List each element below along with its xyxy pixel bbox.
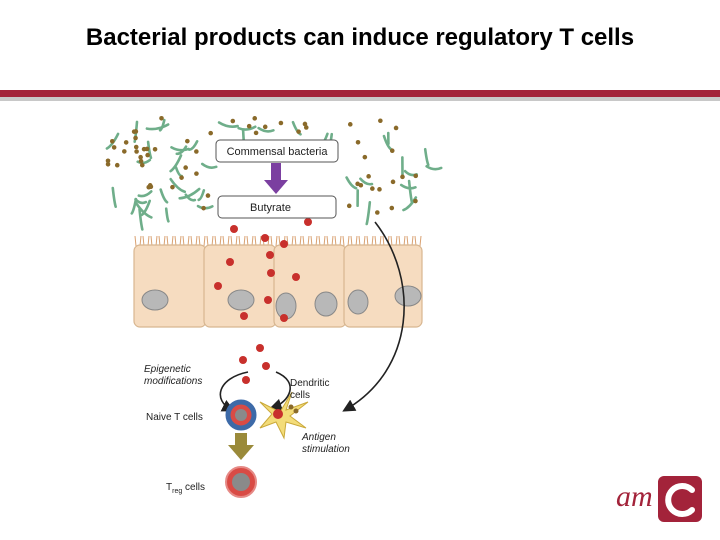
dendritic-arrow bbox=[268, 371, 291, 412]
commensal-bacteria-label: Commensal bacteria bbox=[215, 139, 339, 163]
svg-text:Butyrate: Butyrate bbox=[250, 202, 291, 214]
butyrate-label: Butyrate bbox=[217, 195, 337, 219]
butyrate-treg-diagram: Commensal bacteria Butyrate Epigenetic m bbox=[105, 115, 443, 498]
dendritic-cell bbox=[259, 391, 309, 440]
amc-logo: am bbox=[616, 476, 702, 522]
olive-down-arrow bbox=[228, 433, 254, 460]
cell-nucleus bbox=[141, 289, 169, 311]
antigen-path-arrow bbox=[342, 221, 405, 412]
epigenetic-arrow bbox=[219, 371, 249, 412]
dendritic-label-1: Dendritic bbox=[290, 378, 329, 389]
svg-text:Commensal bacteria: Commensal bacteria bbox=[227, 146, 329, 158]
cell-nucleus bbox=[347, 289, 369, 315]
intestinal-epithelium bbox=[133, 235, 423, 328]
slide-title: Bacterial products can induce regulatory… bbox=[85, 24, 635, 51]
antigen-label-2: stimulation bbox=[302, 444, 350, 455]
cell-nucleus bbox=[394, 285, 422, 307]
epigenetic-label-2: modifications bbox=[144, 376, 202, 387]
cell-nucleus bbox=[314, 291, 338, 317]
title-accent-bar bbox=[0, 90, 720, 97]
epithelial-cell bbox=[133, 244, 207, 328]
butyrate-molecules bbox=[214, 218, 312, 384]
treg-cell bbox=[225, 466, 257, 498]
treg-cells-label: Treg cells bbox=[166, 482, 205, 495]
microvilli bbox=[134, 235, 422, 247]
commensal-bacteria-cloud bbox=[105, 115, 443, 231]
cell-nucleus bbox=[227, 289, 255, 311]
naive-t-cell bbox=[225, 399, 257, 431]
logo-text: am bbox=[616, 480, 653, 513]
naive-t-cells-label: Naive T cells bbox=[146, 412, 203, 423]
dendritic-label-2: cells bbox=[290, 390, 310, 401]
antigen-label-1: Antigen bbox=[301, 432, 336, 443]
purple-down-arrow bbox=[264, 163, 288, 194]
epigenetic-label-1: Epigenetic bbox=[144, 364, 191, 375]
title-gray-bar bbox=[0, 97, 720, 101]
